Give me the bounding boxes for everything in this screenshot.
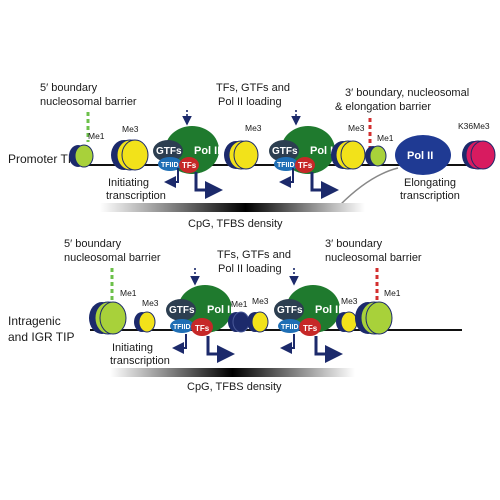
density-bar [100, 203, 365, 212]
mark-me1-b-right: Me1 [384, 288, 401, 298]
tss-arrow-left-b1 [172, 334, 187, 354]
nucleosome-group-me3-b-left: Me3 [134, 298, 159, 333]
boundary-5-label-2: nucleosomal barrier [40, 96, 137, 108]
tss-arrow-left-2 [279, 168, 294, 188]
tfs-label-b2: TFs [303, 324, 318, 333]
initiating-label-1: Initiating [108, 177, 149, 189]
mark-me3-right: Me3 [348, 123, 365, 133]
pol2-b2 [286, 285, 340, 333]
initiating-label-b1: Initiating [112, 342, 153, 354]
tfs-label-b1: TFs [195, 324, 210, 333]
tfiid-label-2: TFIID [277, 162, 295, 169]
nucleosome-group-me1: Me1 [69, 131, 105, 168]
gtfs-label-1: GTFs [156, 146, 182, 157]
row-label-intragenic-1: Intragenic [8, 314, 61, 328]
nucleosome-group-me3-b-mid: Me3 [247, 296, 269, 333]
mark-me3-b-mid: Me3 [252, 296, 269, 306]
mark-me3-b-right: Me3 [341, 296, 358, 306]
nucleosome-group-k36me3: K36Me3 [458, 121, 496, 170]
mark-me1-b-mid: Me1 [231, 299, 248, 309]
boundary-3-label-b1: 3′ boundary [325, 238, 383, 250]
pol2-label-2: Pol II [310, 145, 336, 157]
elongating-label-1: Elongating [404, 177, 456, 189]
tfiid-2 [274, 157, 298, 171]
nucleosome-group-me1-right: Me1 [365, 133, 394, 167]
pol2-label-b1: Pol II [207, 304, 233, 316]
pic-complex-2: GTFs Pol II TFIID TFs [269, 126, 336, 174]
nucleosome-group-me3-b-right: Me3 [336, 296, 358, 333]
pol2-elongating-label: Pol II [407, 150, 433, 162]
gtfs-b2 [274, 299, 304, 321]
pol2-elongating [395, 135, 451, 175]
gtfs-label-b2: GTFs [277, 305, 303, 316]
tss-arrow-left-1 [164, 168, 179, 188]
mark-k36me3: K36Me3 [458, 121, 490, 131]
tfs-1 [179, 157, 199, 173]
boundary-3-label-1: 3′ boundary, nucleosomal [345, 87, 469, 99]
gtfs-1 [153, 140, 183, 162]
density-label-b: CpG, TFBS density [187, 381, 282, 393]
rna-transcript [339, 167, 399, 206]
row-label-intragenic-2: and IGR TIP [8, 330, 74, 344]
tfs-label-1: TFs [182, 161, 197, 170]
nucleosome-group-me3-right: Me3 [331, 123, 366, 170]
boundary-3-label-2: & elongation barrier [335, 101, 431, 113]
pic-complex-b2: GTFs Pol II TFIID TFs [274, 285, 341, 336]
pol2-label-1: Pol II [194, 145, 220, 157]
initiating-label-2: transcription [106, 190, 166, 202]
loading-label-2: Pol II loading [218, 96, 282, 108]
tss-arrow-left-b2 [280, 334, 295, 354]
mark-me1-right: Me1 [377, 133, 394, 143]
boundary-5-label-1: 5′ boundary [40, 82, 98, 94]
tfs-b2 [299, 318, 321, 336]
mark-me1-b-left: Me1 [120, 288, 137, 298]
loading-label-1: TFs, GTFs and [216, 82, 290, 94]
pol2-label-b2: Pol II [315, 304, 341, 316]
nucleosome-group-me1-b-mid: Me1 [228, 299, 250, 333]
tss-arrow-right-b2 [314, 336, 343, 363]
tfiid-label-1: TFIID [161, 162, 179, 169]
pic-complex-b1: GTFs Pol II TFIID TFs [166, 285, 233, 336]
mark-me3-b-left: Me3 [142, 298, 159, 308]
tss-arrow-right-2 [310, 172, 339, 199]
tfs-label-2: TFs [298, 161, 313, 170]
panel-intragenic-tip: Intragenic and IGR TIP 5′ boundary nucle… [8, 238, 462, 393]
gtfs-b1 [166, 299, 196, 321]
boundary-5-label-b1: 5′ boundary [64, 238, 122, 250]
elongating-label-2: transcription [400, 190, 460, 202]
loading-label-b2: Pol II loading [218, 263, 282, 275]
density-bar-b [110, 368, 355, 377]
pol2-b1 [178, 285, 232, 333]
tfs-b1 [191, 318, 213, 336]
mark-me1: Me1 [88, 131, 105, 141]
density-label: CpG, TFBS density [188, 218, 283, 230]
loading-label-b1: TFs, GTFs and [217, 249, 291, 261]
tfiid-1 [158, 157, 182, 171]
gtfs-label-b1: GTFs [169, 305, 195, 316]
nucleosome-group-me1-b-left: Me1 [89, 288, 137, 335]
gtfs-label-2: GTFs [272, 146, 298, 157]
mark-me3-left: Me3 [122, 124, 139, 134]
pic-complex-1: GTFs Pol II TFIID TFs [153, 126, 220, 174]
boundary-3-label-b2: nucleosomal barrier [325, 252, 422, 264]
row-label-promoter: Promoter TIP [8, 152, 79, 166]
boundary-5-label-b2: nucleosomal barrier [64, 252, 161, 264]
tfiid-b2 [278, 319, 302, 333]
tfiid-b1 [170, 319, 194, 333]
nucleosome-group-me3-left: Me3 [111, 124, 149, 171]
tfs-2 [295, 157, 315, 173]
tss-arrow-right-1 [194, 172, 223, 199]
tss-arrow-right-b1 [206, 336, 235, 363]
mark-me3-mid: Me3 [245, 123, 262, 133]
panel-promoter-tip: Promoter TIP 5′ boundary nucleosomal bar… [8, 82, 496, 230]
tfiid-label-b2: TFIID [281, 324, 299, 331]
initiating-label-b2: transcription [110, 355, 170, 367]
nucleosome-group-me3-mid: Me3 [224, 123, 262, 170]
gtfs-2 [269, 140, 299, 162]
tfiid-label-b1: TFIID [173, 324, 191, 331]
nucleosome-group-me1-b-right: Me1 [355, 288, 401, 335]
